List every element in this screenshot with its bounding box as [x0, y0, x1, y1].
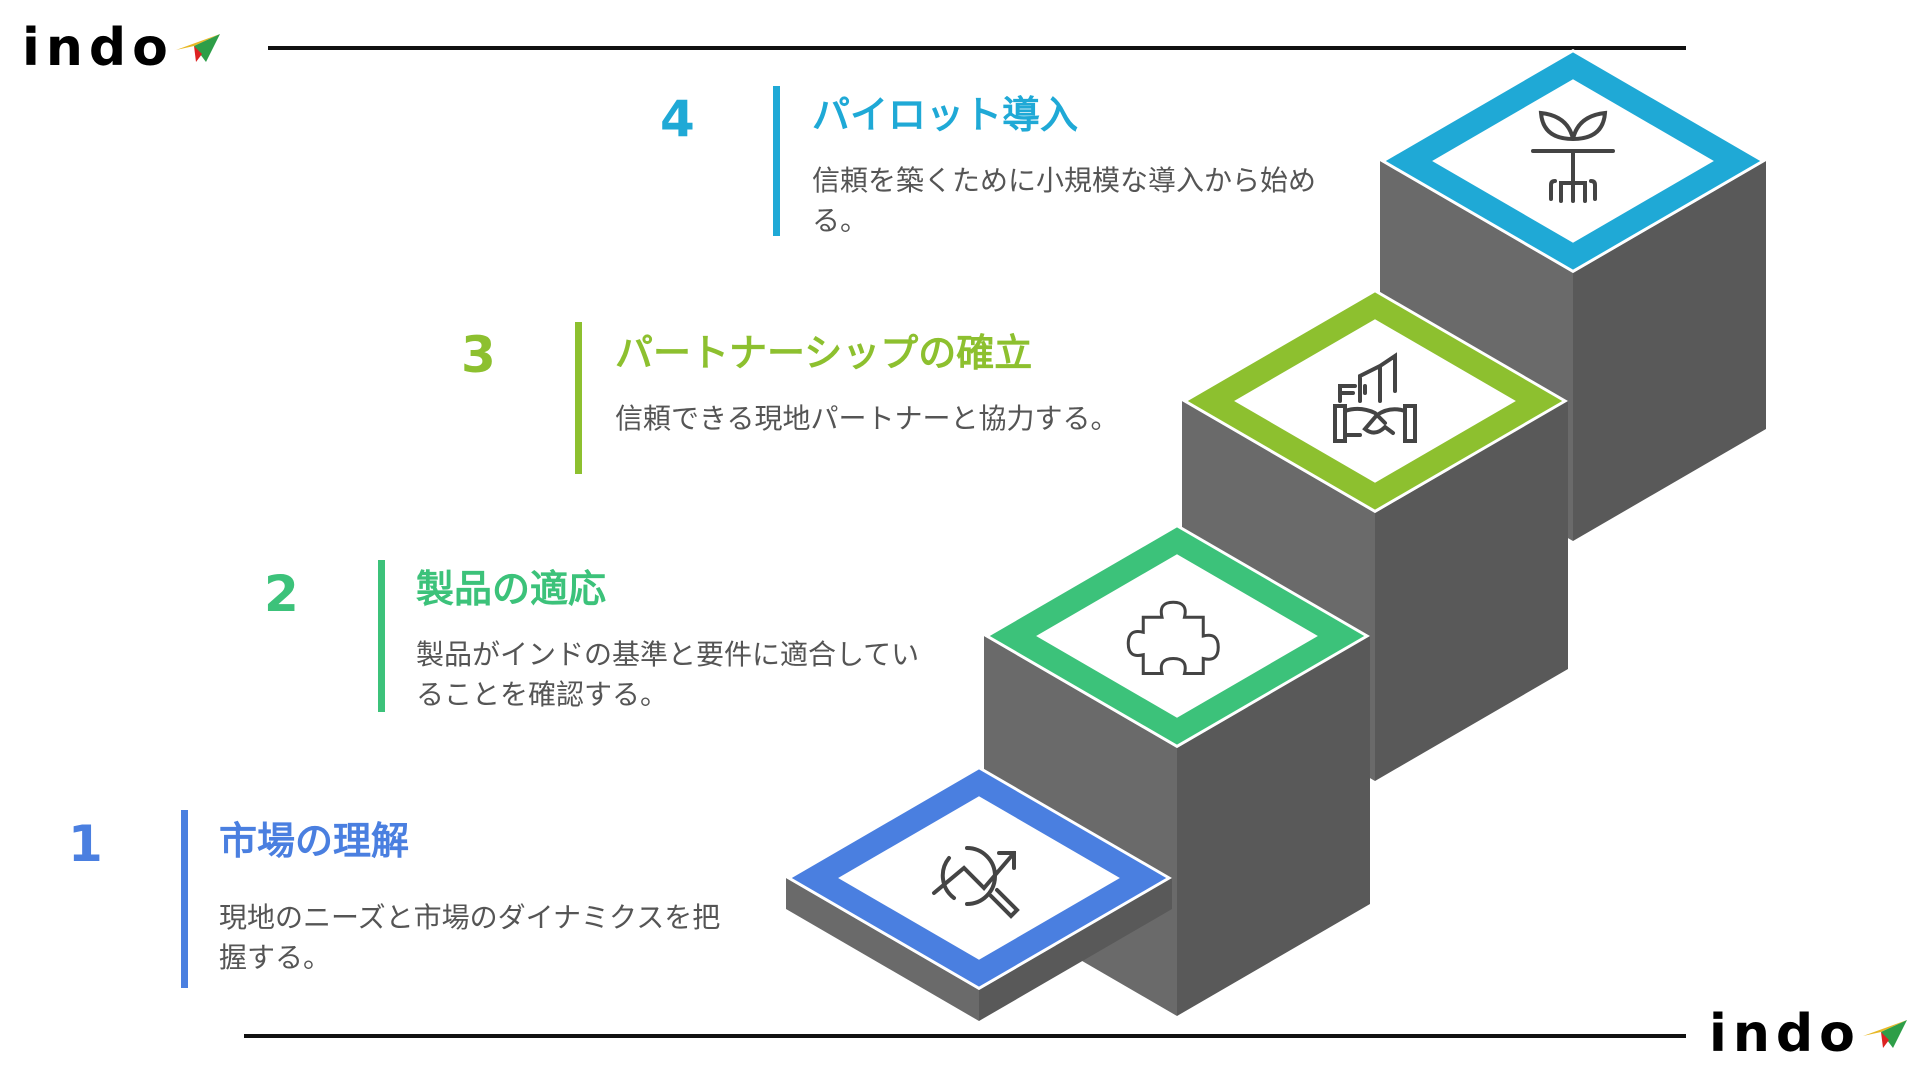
- step-top-inner: [1036, 554, 1318, 718]
- sprout-icon: [1531, 110, 1615, 203]
- step-description: 現地のニーズと市場のダイナミクスを把握する。: [219, 901, 721, 974]
- step-right-face: [1375, 401, 1568, 781]
- step-title: 製品の適応: [416, 567, 607, 611]
- step-left-face: [786, 878, 979, 1021]
- paper-plane-icon: [175, 34, 220, 62]
- step-accent-bar: [773, 86, 780, 236]
- step-title: パイロット導入: [812, 93, 1079, 137]
- step-accent-bar: [378, 560, 385, 712]
- growth-analysis-icon: [932, 846, 1020, 919]
- puzzle-icon: [1126, 600, 1220, 675]
- step-title: 市場の理解: [219, 819, 410, 863]
- logo-text: indo: [22, 18, 174, 78]
- handshake-icon: [1333, 352, 1417, 443]
- step-number: 3: [461, 326, 496, 384]
- paper-plane-icon: [1862, 1020, 1907, 1048]
- step-right-face: [979, 878, 1172, 1021]
- step-description: 信頼できる現地パートナーと協力する。: [615, 402, 1119, 435]
- logo-bottom-right: indo: [1709, 1004, 1911, 1064]
- step-description: 信頼を築くために小規模な導入から始める。: [812, 164, 1317, 237]
- top-divider: [268, 46, 1686, 50]
- step-accent-bar: [181, 810, 188, 988]
- step-block-1: [786, 766, 1172, 1021]
- step-number: 2: [264, 565, 299, 623]
- step-top-inner: [838, 796, 1120, 960]
- step-number: 4: [660, 90, 695, 148]
- step-description: 製品がインドの基準と要件に適合していることを確認する。: [416, 638, 920, 711]
- logo-text: indo: [1709, 1004, 1861, 1064]
- step-number: 1: [68, 815, 103, 873]
- step-accent-bar: [575, 322, 582, 474]
- step-top-inner: [1234, 319, 1516, 483]
- bottom-divider: [244, 1034, 1686, 1038]
- step-title: パートナーシップの確立: [615, 331, 1033, 375]
- step-right-face: [1573, 161, 1766, 541]
- logo-top-left: indo: [22, 18, 224, 78]
- step-right-face: [1177, 636, 1370, 1016]
